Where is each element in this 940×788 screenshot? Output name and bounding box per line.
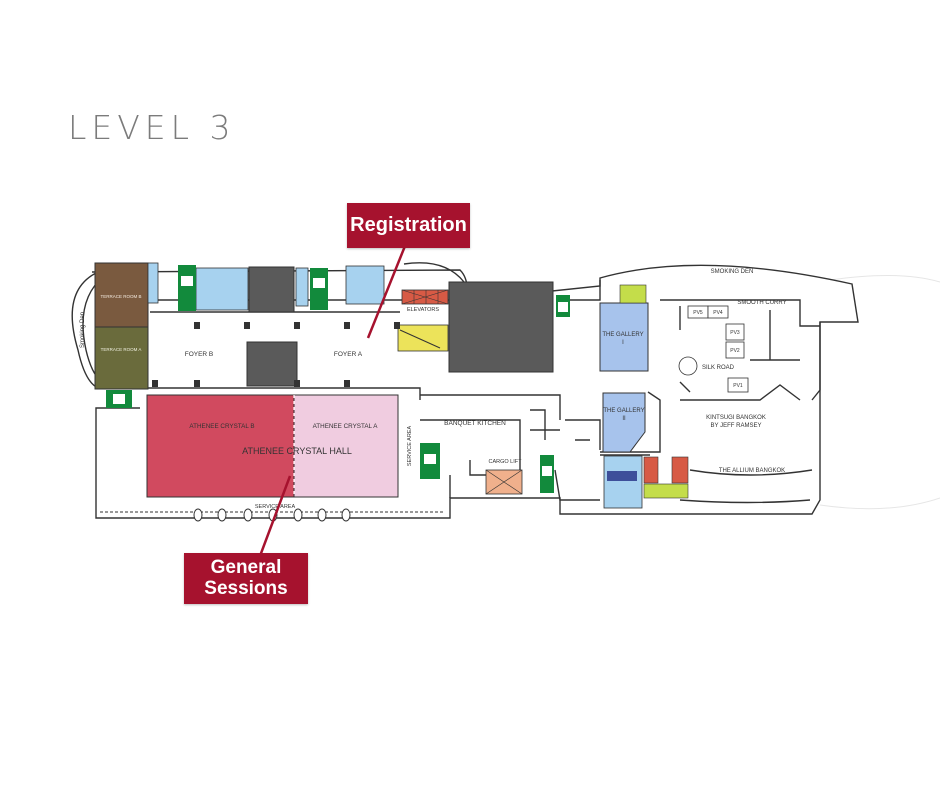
exit-signs xyxy=(106,265,570,493)
exit-sign-icon xyxy=(310,268,328,310)
restroom-icon xyxy=(607,471,637,481)
elevator-icon xyxy=(643,456,659,484)
the-gallery-1[interactable] xyxy=(599,302,649,372)
general-sessions-line2: Sessions xyxy=(204,578,288,599)
gallery-2-number: II xyxy=(622,416,626,422)
pv2-label: PV2 xyxy=(730,348,740,354)
athenee-crystal-b[interactable] xyxy=(146,394,295,498)
private-rooms xyxy=(687,305,749,393)
bottom-columns xyxy=(193,508,351,522)
athenee-crystal-a-label: ATHENEE CRYSTAL A xyxy=(313,423,379,430)
allium-label: THE ALLIUM BANGKOK xyxy=(719,468,785,474)
elevators-label: ELEVATORS xyxy=(407,307,439,313)
kintsugi-label-1: KINTSUGI BANGKOK xyxy=(706,415,766,421)
foyer-columns xyxy=(152,322,400,387)
terrace-room-b-label: TERRACE ROOM B xyxy=(100,294,141,299)
stairs-icon xyxy=(643,483,689,499)
cargo-lift-icon xyxy=(485,469,523,495)
general-sessions-pointer xyxy=(258,475,292,557)
gallery-1-label: THE GALLERY xyxy=(602,332,643,338)
washroom-3 xyxy=(295,267,309,307)
gallery-1-number: I xyxy=(622,340,624,346)
registration-pointer xyxy=(366,245,407,339)
stairs-icon xyxy=(619,284,647,304)
cargo-lift-label: CARGO LIFT xyxy=(488,459,522,465)
washroom-1 xyxy=(147,262,159,304)
service-block-3 xyxy=(448,281,554,373)
pv3-label: PV3 xyxy=(730,330,740,336)
pv5-label: PV5 xyxy=(693,310,703,316)
service-area-vertical-label: SERVICE AREA xyxy=(407,426,413,467)
smoking-den-top-label: SMOKING DEN xyxy=(711,269,754,275)
pv4-label: PV4 xyxy=(713,310,723,316)
registration-callout: Registration xyxy=(347,203,470,248)
washroom-5 xyxy=(603,455,643,509)
elevator-icon xyxy=(401,289,449,305)
elevator-icon xyxy=(671,456,689,484)
pv1-label: PV1 xyxy=(733,383,743,389)
smoking-den-vertical-label: Smoking Den xyxy=(80,312,86,348)
foyer-a-label: FOYER A xyxy=(334,351,363,358)
service-area-bottom-label: SERVICE AREA xyxy=(255,504,296,510)
washroom-4 xyxy=(345,265,385,305)
smooth-curry-label: SMOOTH CURRY xyxy=(737,300,786,306)
kintsugi-label-2: BY JEFF RAMSEY xyxy=(711,423,762,429)
gallery-2-label: THE GALLERY xyxy=(603,408,644,414)
service-block-2 xyxy=(246,341,298,387)
athenee-crystal-b-label: ATHENEE CRYSTAL B xyxy=(189,423,254,430)
washroom-2 xyxy=(195,267,249,311)
page-title: LEVEL 3 xyxy=(68,108,236,147)
athenee-crystal-a[interactable] xyxy=(293,394,399,498)
banquet-kitchen-label: BANQUET KITCHEN xyxy=(444,420,506,427)
stairs-arrow xyxy=(399,329,441,349)
general-sessions-callout: General Sessions xyxy=(184,553,308,604)
terrace-room-b[interactable] xyxy=(94,262,149,328)
round-table-icon xyxy=(678,356,698,376)
silk-road-label: SILK ROAD xyxy=(702,365,735,371)
terrace-room-a[interactable] xyxy=(94,326,149,390)
the-gallery-2[interactable] xyxy=(602,392,646,453)
stairs-icon xyxy=(397,324,449,352)
athenee-crystal-hall-label: ATHENEE CRYSTAL HALL xyxy=(242,446,352,456)
site-outline xyxy=(819,274,940,510)
terrace-room-a-label: TERRACE ROOM A xyxy=(101,347,142,352)
foyer-b-label: FOYER B xyxy=(185,351,214,358)
exit-sign-icon xyxy=(178,265,196,311)
service-block-1 xyxy=(248,266,295,313)
general-sessions-line1: General xyxy=(210,557,282,578)
